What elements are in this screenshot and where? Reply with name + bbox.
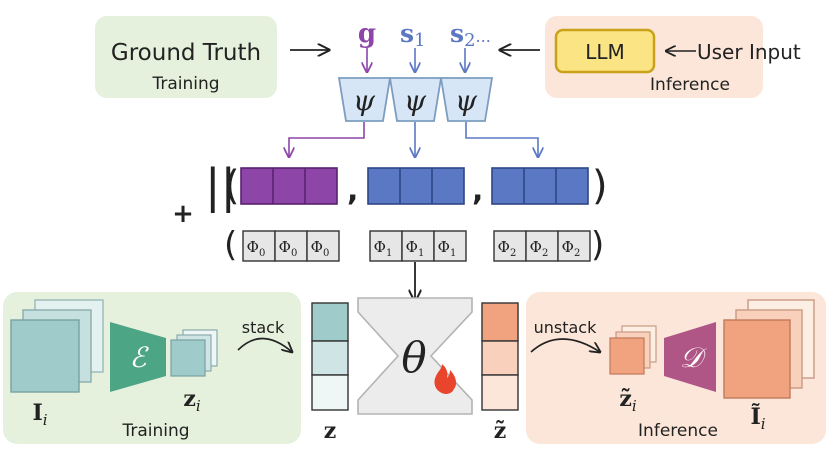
- s2-label: s2...: [450, 19, 491, 51]
- training-panel: Ii ℰ zi stack Training: [3, 292, 301, 444]
- phi-cell-label: Φ2: [498, 238, 517, 259]
- phi-cell: [433, 230, 467, 262]
- phi-cell: [401, 230, 435, 262]
- phi-cell-label: Φ0: [279, 238, 298, 259]
- z-label: z: [324, 418, 337, 444]
- concat-close-paren: ): [592, 163, 608, 209]
- phi-open-paren: (: [224, 225, 237, 265]
- concat-comma-1: ,: [347, 173, 358, 208]
- phi-cell: [274, 230, 308, 262]
- phi-group-0: Φ0 Φ0 Φ0: [242, 230, 340, 262]
- phi-cell: [557, 230, 591, 262]
- phi-cell: [493, 230, 527, 262]
- psi-symbol-s1: ψ: [404, 84, 427, 117]
- concat-comma-2: ,: [472, 173, 483, 208]
- encoder-block: [110, 322, 166, 392]
- s1-label: s1: [400, 19, 426, 51]
- phi-cell-label: Φ2: [562, 238, 581, 259]
- ground-truth-label: Ground Truth: [111, 40, 261, 66]
- phi-cell: [306, 230, 340, 262]
- inference-panel: LLM User Input Inference: [545, 16, 801, 98]
- llm-label: LLM: [585, 40, 625, 64]
- s2-embedding-route: [465, 122, 538, 157]
- phi-cell-label: Φ1: [406, 238, 425, 259]
- phi-positional-encodings: Φ0 Φ0 Φ0 Φ1 Φ1 Φ1 Φ2 Φ2 Φ2: [242, 230, 591, 262]
- plus-sign: +: [172, 199, 194, 229]
- encoder-symbol: ℰ: [130, 341, 150, 374]
- ground-truth-training-label: Training: [151, 74, 219, 94]
- phi-cell-label: Φ0: [311, 238, 330, 259]
- decoder-block: [664, 322, 716, 392]
- latent-label: zi: [183, 386, 201, 415]
- psi-encoder-s2: [439, 77, 494, 122]
- output-latent-label: z̃i: [619, 386, 637, 415]
- phi-close-paren: ): [591, 225, 604, 265]
- z-tilde-column: [481, 302, 519, 411]
- psi-encoder-s1: [388, 77, 443, 122]
- psi-symbol-g: ψ: [353, 84, 376, 117]
- phi-group-2: Φ2 Φ2 Φ2: [493, 230, 591, 262]
- phi-cell: [369, 230, 403, 262]
- concat-bars: ||: [205, 159, 236, 214]
- phi-cell-label: Φ0: [247, 238, 266, 259]
- training-bottom-label: Training: [121, 421, 189, 441]
- latent-stack: [170, 329, 218, 377]
- phi-cell-label: Φ2: [530, 238, 549, 259]
- output-images: [723, 299, 815, 399]
- phi-cell: [525, 230, 559, 262]
- stack-label: stack: [242, 318, 285, 337]
- user-input-label: User Input: [697, 40, 801, 64]
- embedding-s2: [491, 167, 589, 205]
- phi-group-1: Φ1 Φ1 Φ1: [369, 230, 467, 262]
- inference-bottom-label: Inference: [638, 421, 718, 441]
- theta-symbol: θ: [401, 333, 426, 382]
- unstack-arrow: [530, 338, 600, 352]
- stack-arrow: [237, 337, 292, 352]
- inference-bottom-panel: unstack z̃i 𝒟 Ĩi Inference: [526, 292, 826, 444]
- phi-cell-label: Φ1: [438, 238, 457, 259]
- image-label: Ii: [32, 400, 47, 429]
- input-images: [10, 299, 104, 393]
- output-latent-stack: [609, 325, 657, 375]
- ground-truth-panel: Ground Truth Training: [95, 16, 277, 98]
- unstack-label: unstack: [534, 318, 597, 337]
- psi-encoder-g: [337, 77, 392, 122]
- embedding-s1: [367, 167, 465, 205]
- llm-box: [554, 28, 656, 74]
- output-image-label: Ĩi: [750, 403, 765, 433]
- g-label: g: [358, 19, 376, 49]
- psi-symbol-s2: ψ: [455, 84, 478, 117]
- psi-encoders: ψ ψ ψ: [337, 77, 494, 122]
- z-tilde-label: z̃: [494, 418, 507, 444]
- embedding-g: [240, 167, 338, 205]
- z-column: [311, 302, 349, 411]
- flame-icon: [434, 364, 457, 394]
- phi-cell-label: Φ1: [374, 238, 393, 259]
- g-embedding-route: [289, 122, 365, 157]
- phi-cell: [242, 230, 276, 262]
- concat-open-paren: (: [224, 163, 240, 209]
- inference-top-label: Inference: [650, 75, 730, 95]
